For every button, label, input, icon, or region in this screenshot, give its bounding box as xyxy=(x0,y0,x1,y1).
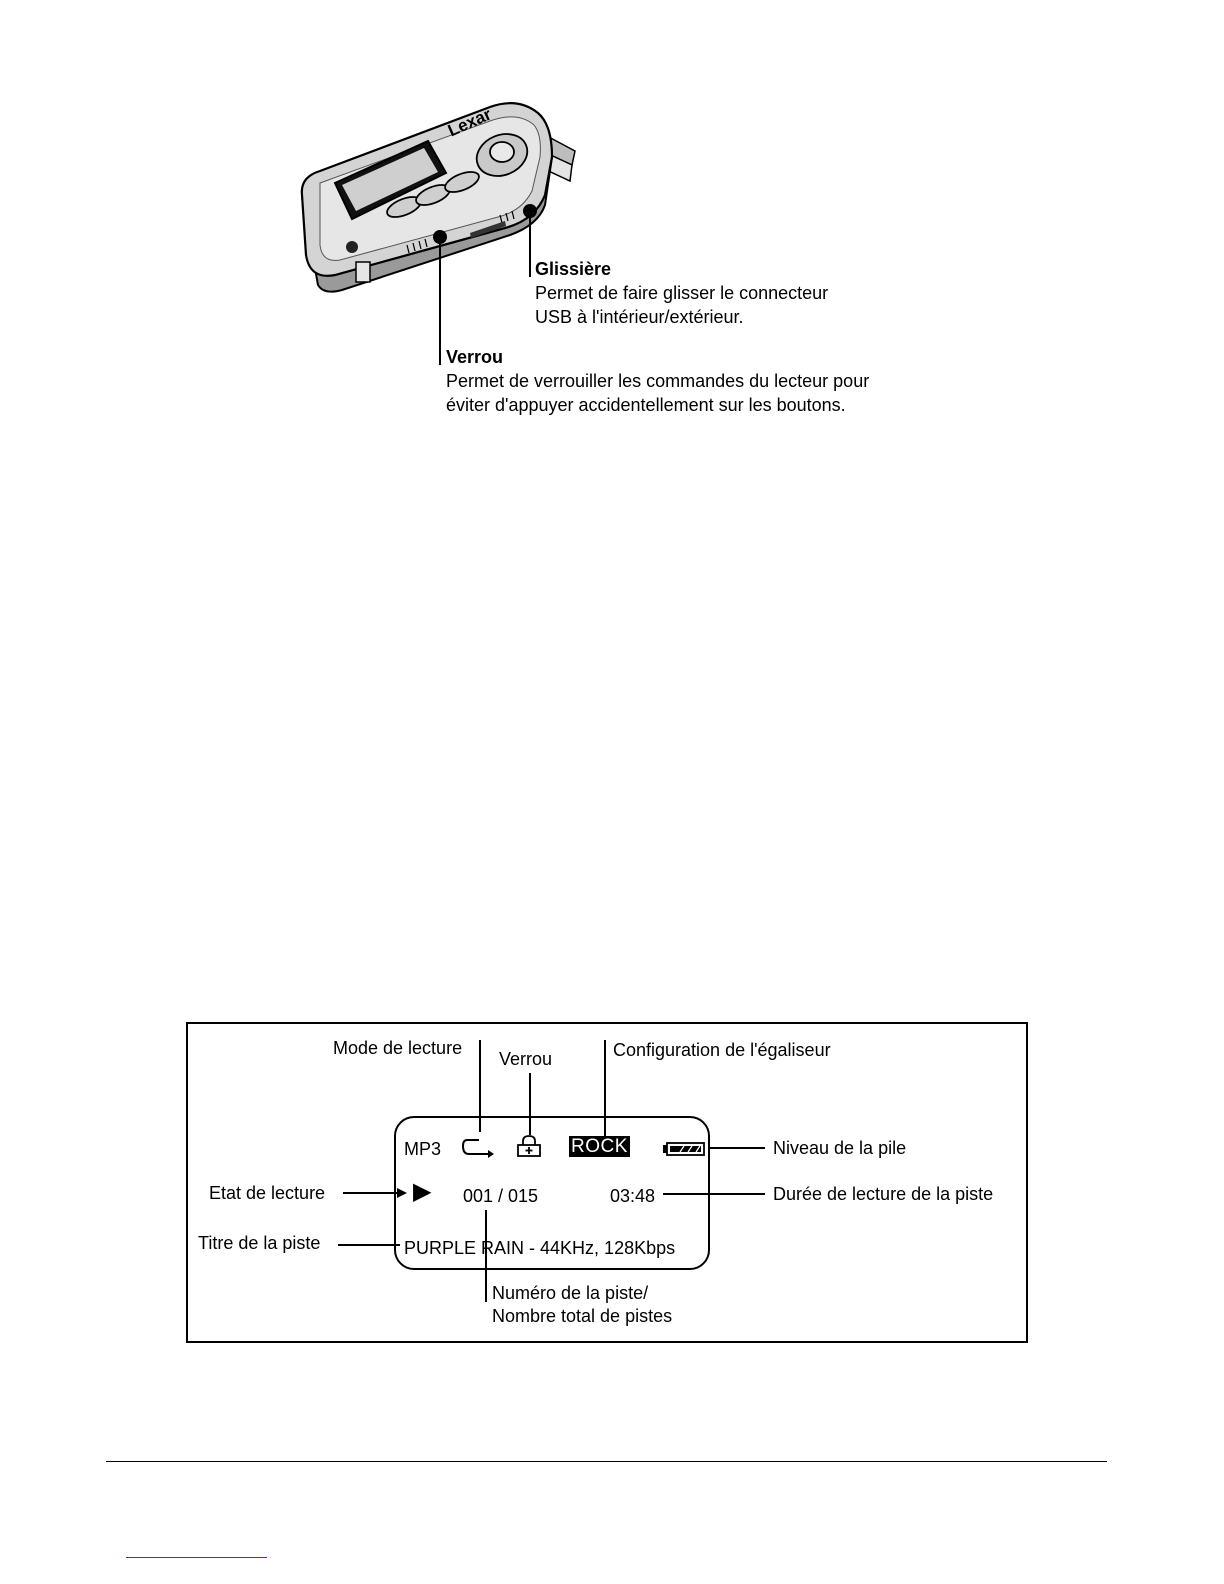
battery-fill xyxy=(670,1146,701,1152)
callout-slider-line2: USB à l'intérieur/extérieur. xyxy=(535,307,744,327)
play-state-leader xyxy=(343,1192,397,1194)
footer-link-underline[interactable] xyxy=(126,1557,267,1558)
battery-leader xyxy=(708,1147,765,1149)
label-track-number-2: Nombre total de pistes xyxy=(492,1306,673,1326)
label-duration: Durée de lecture de la piste xyxy=(773,1184,994,1204)
track-number-leader xyxy=(485,1210,487,1302)
lock-indicator-leader xyxy=(529,1073,531,1135)
label-battery: Niveau de la pile xyxy=(773,1138,907,1158)
label-track-number-1: Numéro de la piste/ xyxy=(492,1283,649,1303)
callout-lock-line1: Permet de verrouiller les commandes du l… xyxy=(446,371,870,391)
callout-slider-title: Glissière xyxy=(535,259,612,279)
repeat-mode-icon xyxy=(461,1138,495,1158)
label-play-state: Etat de lecture xyxy=(209,1183,326,1203)
track-time: 03:48 xyxy=(610,1186,656,1206)
footer-rule xyxy=(106,1461,1107,1462)
slider-pointer-dot xyxy=(523,204,537,218)
format-indicator: MP3 xyxy=(404,1139,442,1159)
play-state-arrow xyxy=(397,1188,407,1198)
lexar-player-drawing xyxy=(300,102,576,293)
play-icon: ▶ xyxy=(413,1178,432,1205)
track-title-display: PURPLE RAIN - 44KHz, 128Kbps xyxy=(404,1238,676,1258)
lock-indicator-icon xyxy=(516,1134,542,1158)
callout-lock: Verrou Permet de verrouiller les command… xyxy=(446,345,869,417)
duration-leader xyxy=(663,1193,765,1195)
label-lock: Verrou xyxy=(499,1049,553,1069)
label-play-mode: Mode de lecture xyxy=(333,1038,463,1058)
eq-indicator: ROCK xyxy=(569,1136,630,1157)
display-diagram-frame xyxy=(186,1022,1028,1343)
lock-leader-line xyxy=(439,240,441,365)
callout-lock-title: Verrou xyxy=(446,347,504,367)
slider-leader-line xyxy=(529,215,531,277)
track-counter: 001 / 015 xyxy=(463,1186,539,1206)
lock-pointer-dot xyxy=(433,230,447,244)
label-eq-config: Configuration de l'égaliseur xyxy=(613,1040,831,1060)
label-track-title: Titre de la piste xyxy=(198,1233,321,1253)
callout-lock-line2: éviter d'appuyer accidentellement sur le… xyxy=(446,395,846,415)
track-title-leader xyxy=(338,1244,400,1246)
play-mode-leader xyxy=(479,1040,481,1132)
callout-slider-line1: Permet de faire glisser le connecteur xyxy=(535,283,829,303)
callout-slider: Glissière Permet de faire glisser le con… xyxy=(535,257,828,329)
eq-leader xyxy=(604,1040,606,1136)
battery-icon xyxy=(662,1142,706,1156)
device-illustration: Lexar xyxy=(290,95,590,300)
